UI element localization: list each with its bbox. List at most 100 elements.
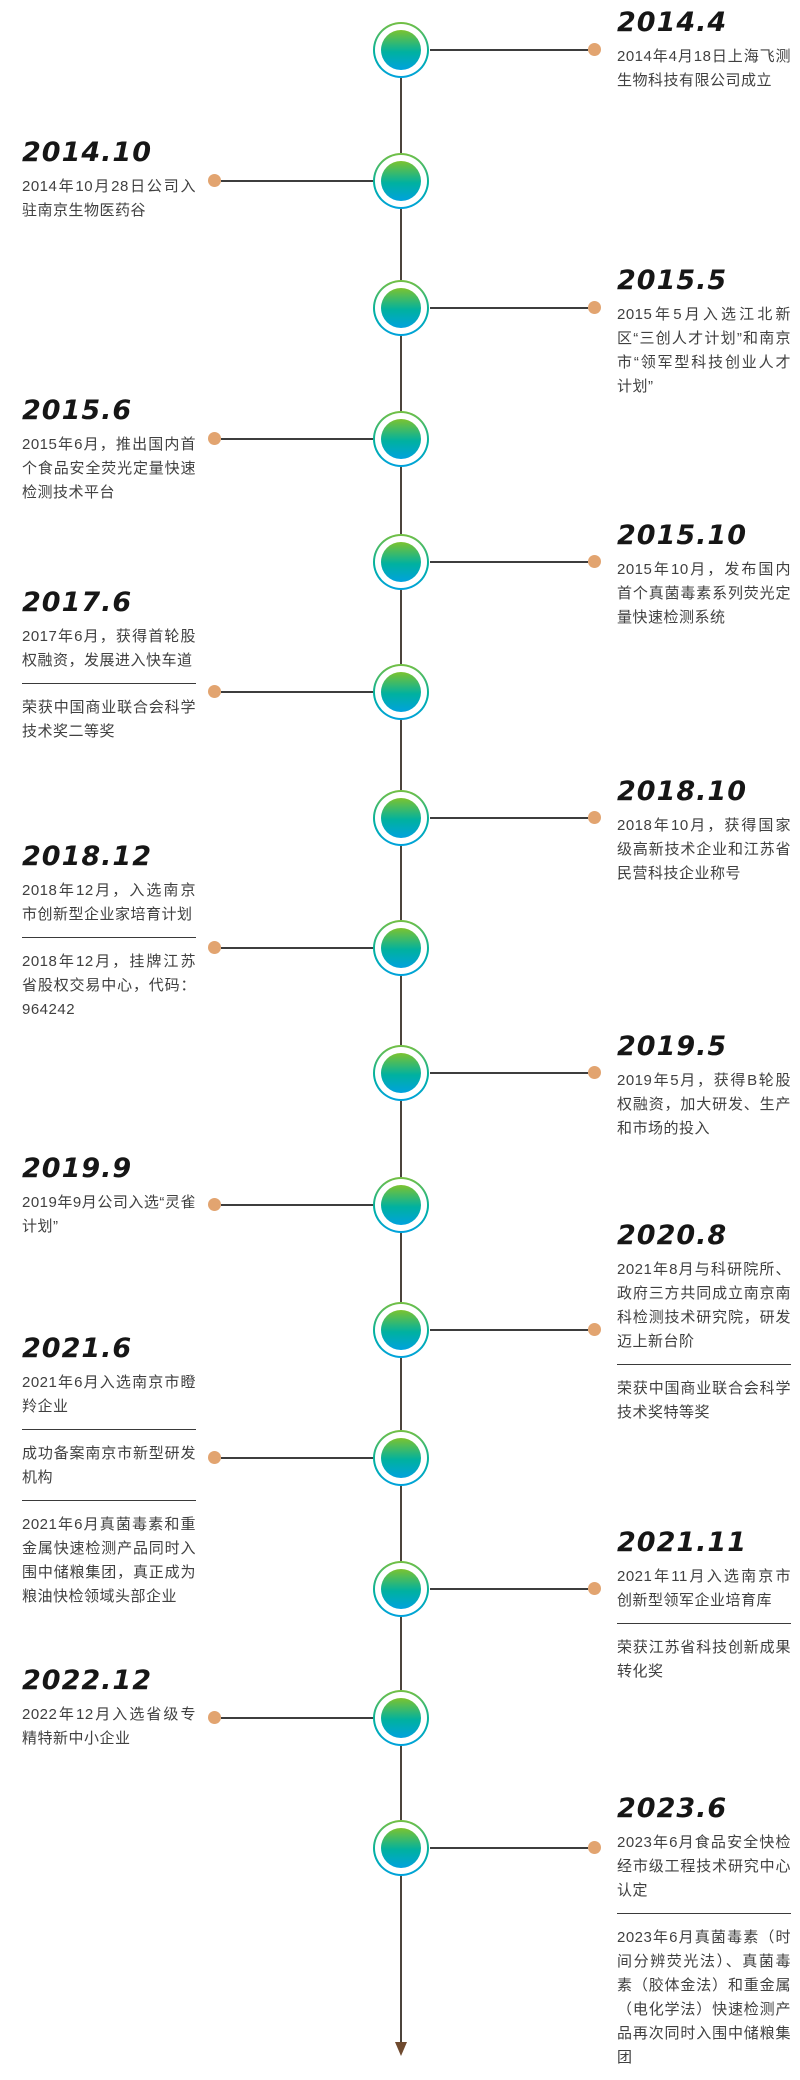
entry-text: 2014年10月28日公司入驻南京生物医药谷: [22, 178, 196, 219]
connector-line: [430, 49, 588, 51]
connector-line: [221, 180, 375, 182]
timeline-entry: 2015.5 2015年5月入选江北新区“三创人才计划”和南京市“领军型科技创业人…: [617, 266, 791, 399]
node-core-icon: [381, 928, 421, 968]
connector-line: [221, 438, 375, 440]
entry-date: 2017.6: [22, 587, 133, 618]
entry-date: 2021.6: [22, 1333, 133, 1364]
entry-text: 2015年6月，推出国内首个食品安全荧光定量快速检测技术平台: [22, 436, 196, 501]
entry-date: 2022.12: [22, 1665, 152, 1696]
entry-date: 2014.4: [617, 7, 728, 38]
entry-text: 2019年5月，获得B轮股权融资，加大研发、生产和市场的投入: [617, 1072, 791, 1137]
entry-date: 2023.6: [617, 1793, 728, 1824]
entry-divider: [22, 1429, 196, 1430]
timeline-node-icon: [373, 1690, 429, 1746]
connector-dot-icon: [588, 1066, 601, 1079]
node-core-icon: [381, 419, 421, 459]
connector-dot-icon: [208, 432, 221, 445]
entry-date: 2015.5: [617, 265, 728, 296]
node-core-icon: [381, 672, 421, 712]
entry-divider: [22, 937, 196, 938]
connector-dot-icon: [208, 174, 221, 187]
entry-date: 2015.10: [617, 520, 747, 551]
connector-line: [430, 1588, 588, 1590]
entry-text: 2018年12月，入选南京市创新型企业家培育计划: [22, 882, 196, 923]
timeline-node-icon: [373, 153, 429, 209]
connector-dot-icon: [208, 941, 221, 954]
connector-dot-icon: [588, 555, 601, 568]
connector-dot-icon: [588, 1582, 601, 1595]
entry-date: 2020.8: [617, 1220, 728, 1251]
connector-line: [221, 1204, 375, 1206]
node-core-icon: [381, 798, 421, 838]
timeline-entry: 2015.10 2015年10月，发布国内首个真菌毒素系列荧光定量快速检测系统: [617, 521, 791, 630]
entry-text: 2021年6月真菌毒素和重金属快速检测产品同时入围中储粮集团，真正成为粮油快检领…: [22, 1516, 196, 1605]
timeline-entry: 2014.10 2014年10月28日公司入驻南京生物医药谷: [22, 138, 196, 223]
connector-dot-icon: [588, 1323, 601, 1336]
entry-text: 2023年6月食品安全快检经市级工程技术研究中心认定: [617, 1834, 791, 1899]
entry-text: 2018年12月，挂牌江苏省股权交易中心，代码：964242: [22, 953, 196, 1018]
entry-divider: [22, 683, 196, 684]
timeline-node-icon: [373, 1302, 429, 1358]
timeline-node-icon: [373, 664, 429, 720]
connector-dot-icon: [208, 685, 221, 698]
entry-text: 荣获中国商业联合会科学技术奖特等奖: [617, 1380, 791, 1421]
connector-line: [430, 1072, 588, 1074]
entry-text: 荣获中国商业联合会科学技术奖二等奖: [22, 699, 196, 740]
entry-text: 2014年4月18日上海飞测生物科技有限公司成立: [617, 48, 791, 89]
connector-line: [430, 817, 588, 819]
timeline-node-icon: [373, 1430, 429, 1486]
node-core-icon: [381, 1698, 421, 1738]
node-core-icon: [381, 1438, 421, 1478]
entry-text: 2023年6月真菌毒素（时间分辨荧光法）、真菌毒素（胶体金法）和重金属（电化学法…: [617, 1929, 791, 2066]
entry-date: 2019.5: [617, 1031, 728, 1062]
node-core-icon: [381, 1310, 421, 1350]
entry-divider: [617, 1623, 791, 1624]
connector-dot-icon: [588, 43, 601, 56]
entry-text: 2018年10月，获得国家级高新技术企业和江苏省民营科技企业称号: [617, 817, 791, 882]
timeline-node-icon: [373, 790, 429, 846]
entry-divider: [617, 1913, 791, 1914]
node-core-icon: [381, 30, 421, 70]
connector-dot-icon: [208, 1711, 221, 1724]
timeline-node-icon: [373, 411, 429, 467]
connector-dot-icon: [208, 1451, 221, 1464]
arrow-down-icon: [395, 2042, 407, 2056]
connector-line: [221, 947, 375, 949]
entry-divider: [617, 1364, 791, 1365]
timeline-node-icon: [373, 534, 429, 590]
timeline-node-icon: [373, 280, 429, 336]
entry-date: 2021.11: [617, 1527, 747, 1558]
connector-line: [430, 1329, 588, 1331]
entry-text: 2015年5月入选江北新区“三创人才计划”和南京市“领军型科技创业人才计划”: [617, 306, 791, 395]
timeline-entry: 2014.4 2014年4月18日上海飞测生物科技有限公司成立: [617, 8, 791, 93]
node-core-icon: [381, 161, 421, 201]
timeline-node-icon: [373, 1045, 429, 1101]
connector-dot-icon: [208, 1198, 221, 1211]
timeline-entry: 2019.5 2019年5月，获得B轮股权融资，加大研发、生产和市场的投入: [617, 1032, 791, 1141]
timeline-node-icon: [373, 1561, 429, 1617]
entry-divider: [22, 1500, 196, 1501]
connector-dot-icon: [588, 301, 601, 314]
timeline-node-icon: [373, 1177, 429, 1233]
entry-date: 2018.12: [22, 841, 152, 872]
timeline-node-icon: [373, 920, 429, 976]
entry-date: 2014.10: [22, 137, 152, 168]
node-core-icon: [381, 288, 421, 328]
node-core-icon: [381, 1569, 421, 1609]
entry-text: 2021年11月入选南京市创新型领军企业培育库: [617, 1568, 791, 1609]
entry-text: 2019年9月公司入选“灵雀计划”: [22, 1194, 196, 1235]
connector-dot-icon: [588, 811, 601, 824]
timeline-node-icon: [373, 22, 429, 78]
connector-line: [221, 1717, 375, 1719]
entry-text: 2015年10月，发布国内首个真菌毒素系列荧光定量快速检测系统: [617, 561, 791, 626]
entry-text: 2021年6月入选南京市瞪羚企业: [22, 1374, 196, 1415]
connector-line: [430, 1847, 588, 1849]
node-core-icon: [381, 1185, 421, 1225]
